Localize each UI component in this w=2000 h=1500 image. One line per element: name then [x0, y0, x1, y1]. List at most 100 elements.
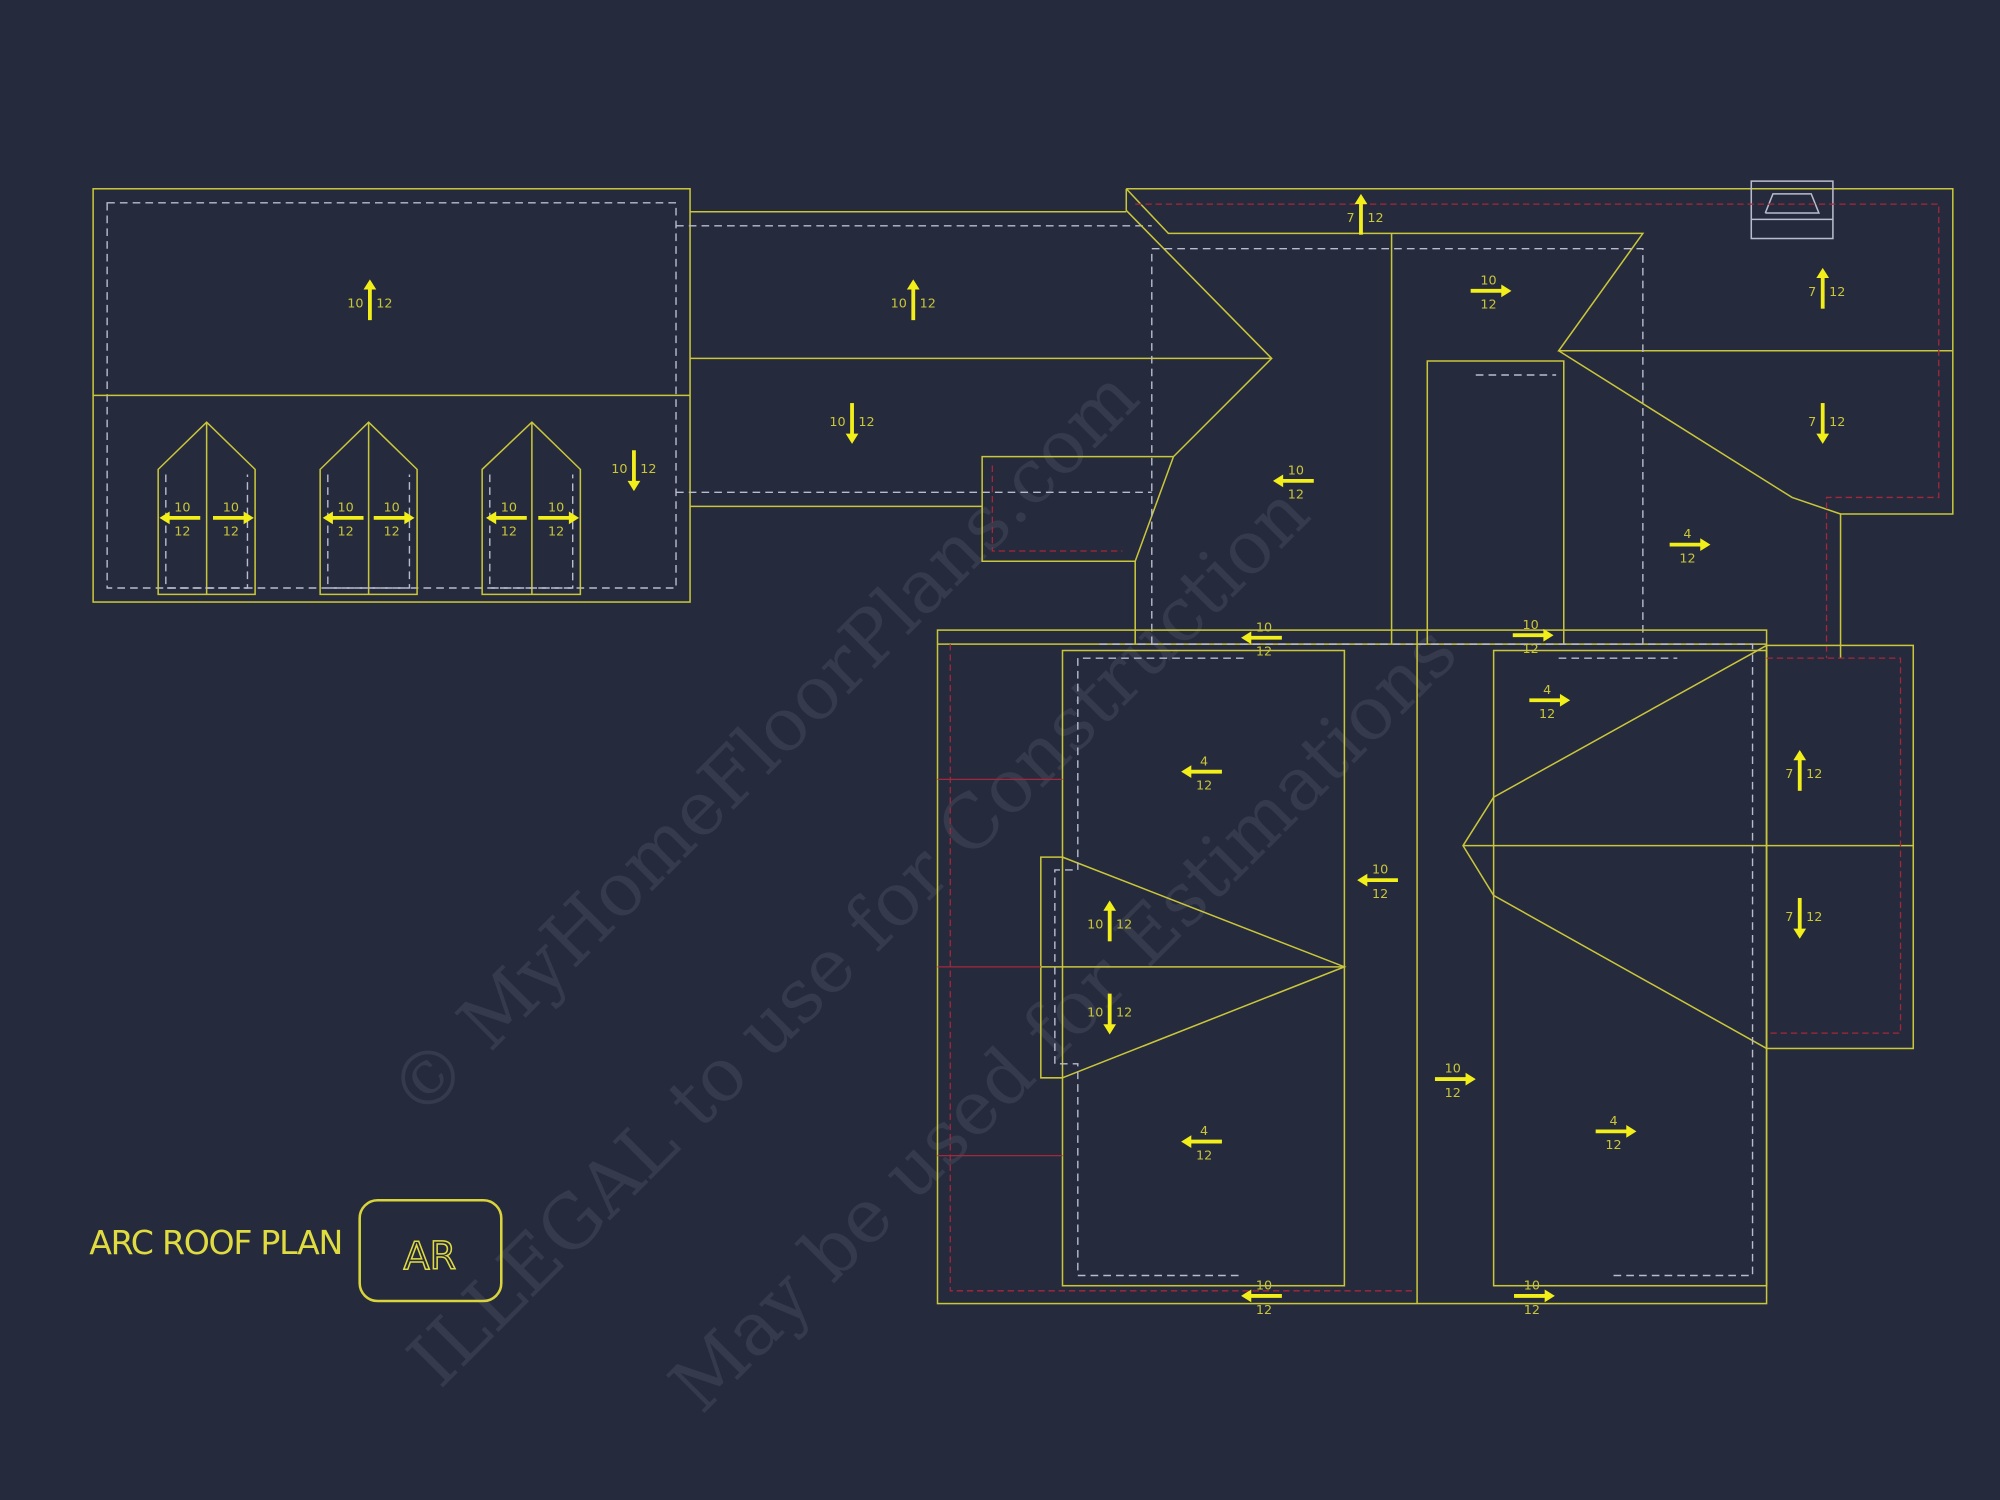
arrow-head-icon	[159, 511, 170, 525]
pitch-rise: 10	[223, 500, 239, 515]
pitch-rise: 10	[347, 296, 363, 311]
pitch-run: 12	[1829, 415, 1845, 430]
pitch-marker: 10 12	[829, 403, 875, 444]
pitch-run: 12	[1256, 1303, 1272, 1318]
pitch-run: 12	[858, 415, 874, 430]
arrow-head-icon	[1816, 267, 1830, 279]
pitch-rise: 7	[1808, 415, 1816, 430]
arrow-head-icon	[1816, 433, 1830, 444]
pitch-marker: 7 12	[1808, 267, 1845, 309]
lower-roof	[936, 629, 1915, 1305]
arrow-head-icon	[485, 511, 497, 525]
pitch-rise: 10	[611, 462, 627, 477]
pitch-marker: 10 12	[1272, 463, 1314, 503]
pitch-marker: 412	[1181, 754, 1222, 794]
arrow-head-icon	[627, 480, 641, 492]
arrow-head-icon	[568, 511, 580, 525]
arrow-head-icon	[1181, 765, 1192, 779]
breezeway-roof	[676, 210, 1272, 508]
pitch-run: 12	[1539, 707, 1555, 722]
drawing-title: ARC ROOF PLAN	[89, 1223, 342, 1262]
pitch-marker: 4 12	[1529, 683, 1571, 722]
pitch-run: 12	[1116, 918, 1132, 933]
pitch-run: 12	[1806, 910, 1822, 925]
arrow-head-icon	[363, 279, 377, 290]
arrow-head-icon	[1103, 900, 1117, 911]
dormer	[157, 421, 256, 596]
arrow-head-icon	[404, 511, 415, 525]
pitch-run: 12	[1524, 1303, 1540, 1318]
pitch-rise: 10	[338, 500, 354, 515]
pitch-run: 12	[548, 525, 564, 540]
pitch-rise: 10	[1522, 618, 1538, 633]
dormer	[319, 421, 418, 596]
pitch-rise: 4	[1609, 1114, 1617, 1129]
pitch-marker: 10 12	[891, 279, 936, 321]
pitch-marker: 10 12	[1241, 620, 1282, 660]
arrow-head-icon	[1465, 1072, 1476, 1086]
arrow-head-icon	[322, 511, 333, 525]
chimney	[1750, 180, 1834, 240]
pitch-run: 12	[223, 525, 239, 540]
pitch-marker: 10 12	[213, 500, 254, 540]
pitch-run: 12	[1829, 285, 1845, 300]
pitch-run: 12	[338, 525, 354, 540]
pitch-marker: 7 12	[1785, 897, 1822, 939]
pitch-marker: 4 12	[1669, 527, 1711, 567]
pitch-rise: 10	[1372, 863, 1388, 878]
pitch-run: 12	[1256, 645, 1272, 660]
pitch-marker: 412	[1595, 1114, 1637, 1153]
pitch-run: 12	[501, 525, 517, 540]
pitch-run: 12	[1367, 211, 1383, 226]
pitch-run: 12	[1196, 1148, 1212, 1163]
arrow-head-icon	[1181, 1135, 1192, 1148]
pitch-rise: 4	[1543, 683, 1551, 698]
arrow-head-icon	[1793, 750, 1807, 761]
arrow-head-icon	[1103, 1024, 1117, 1035]
pitch-rise: 10	[1087, 1006, 1103, 1021]
pitch-run: 12	[1679, 552, 1695, 567]
pitch-marker: 10 12	[322, 500, 364, 540]
arrow-head-icon	[1626, 1125, 1637, 1138]
pitch-rise: 10	[174, 500, 190, 515]
arrow-head-icon	[1241, 1289, 1252, 1303]
pitch-markers: 10 12 10 12 10 12 10 12 10 12 10 12 10 12 10 12 10 12 10 12…	[159, 193, 1845, 1318]
pitch-rise: 10	[1256, 620, 1272, 635]
pitch-run: 12	[1480, 298, 1496, 313]
pitch-rise: 10	[891, 296, 907, 311]
pitch-rise: 10	[829, 415, 845, 430]
pitch-rise: 10	[1256, 1279, 1272, 1294]
arrow-head-icon	[906, 279, 920, 290]
pitch-run: 12	[920, 296, 936, 311]
pitch-rise: 10	[1288, 463, 1304, 478]
pitch-rise: 7	[1785, 910, 1793, 925]
logo-text: AR	[403, 1234, 456, 1279]
pitch-rise: 7	[1808, 285, 1816, 300]
pitch-marker: 10 12	[1241, 1279, 1282, 1318]
pitch-rise: 4	[1683, 527, 1691, 542]
arrow-head-icon	[1357, 873, 1368, 887]
pitch-run: 12	[1372, 887, 1388, 902]
arrow-head-icon	[1559, 693, 1571, 707]
pitch-rise: 10	[1087, 918, 1103, 933]
arrow-head-icon	[1272, 474, 1284, 488]
pitch-marker: 7 12	[1346, 193, 1384, 235]
pitch-run: 12	[1288, 488, 1304, 503]
pitch-run: 12	[1806, 767, 1822, 782]
dormer	[481, 421, 582, 596]
pitch-marker: 7 12	[1808, 403, 1845, 444]
pitch-marker: 10 12	[1087, 900, 1132, 942]
garage-roof	[92, 188, 691, 603]
pitch-rise: 7	[1346, 211, 1354, 226]
pitch-marker: 10 12	[1357, 863, 1398, 902]
